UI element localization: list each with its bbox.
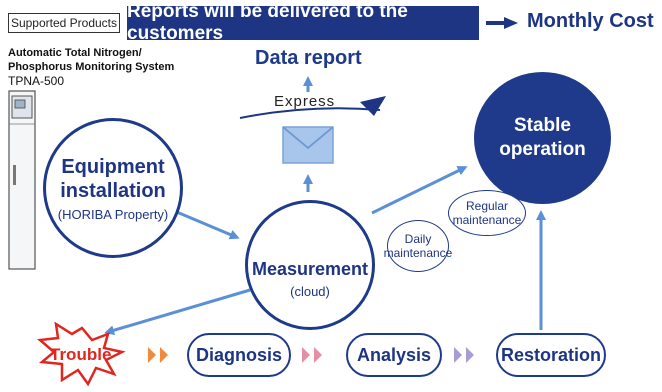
supported-products-label: Supported Products — [8, 13, 120, 33]
regular-line-2: maintenance — [452, 213, 522, 227]
analysis-step: Analysis — [346, 333, 442, 377]
arrow-equipment-to-measurement — [171, 208, 240, 240]
product-line-2: Phosphorus Monitoring System — [8, 61, 175, 73]
equipment-line-2: installation — [60, 179, 166, 202]
daily-maintenance-node: Daily maintenance — [384, 220, 452, 272]
monthly-cost-label: Monthly Cost — [527, 10, 654, 32]
express-swoosh — [239, 107, 381, 119]
chevrons-lavender-icon — [454, 347, 474, 363]
stable-operation-node: Stable operation — [474, 72, 611, 204]
arrow-measurement-to-stable — [371, 166, 468, 215]
regular-line-1: Regular — [465, 199, 509, 213]
express-label: Express — [274, 93, 336, 110]
equipment-line-1: Equipment — [61, 155, 165, 178]
trouble-starburst — [37, 321, 126, 387]
measurement-sub: (cloud) — [290, 284, 330, 299]
restoration-step: Restoration — [496, 333, 606, 377]
product-model: TPNA-500 — [8, 74, 65, 88]
trouble-label: Trouble — [50, 345, 112, 364]
product-line-1: Automatic Total Nitrogen/ — [8, 47, 142, 59]
delivery-banner: Reports will be delivered to the custome… — [127, 1, 479, 44]
data-report-title: Data report — [255, 47, 362, 69]
measurement-label: Measurement — [251, 259, 369, 279]
product-description: Automatic Total Nitrogen/ Phosphorus Mon… — [8, 46, 174, 88]
equipment-sub: (HORIBA Property) — [57, 206, 169, 222]
stable-line-1: Stable — [513, 115, 572, 136]
paper-plane-icon — [360, 96, 386, 116]
stable-line-2: operation — [499, 139, 586, 160]
daily-line-2: maintenance — [383, 246, 453, 260]
analyzer-cabinet-icon — [8, 90, 36, 270]
chevrons-orange-icon — [148, 347, 168, 363]
measurement-node: Measurement (cloud) — [245, 200, 375, 330]
arrow-measurement-to-trouble — [104, 288, 251, 336]
daily-line-1: Daily — [404, 232, 432, 246]
diagnosis-step: Diagnosis — [187, 333, 291, 377]
equipment-installation-node: Equipment installation (HORIBA Property) — [43, 118, 183, 258]
envelope-icon — [282, 126, 334, 164]
chevrons-pink-icon — [302, 347, 322, 363]
regular-maintenance-node: Regular maintenance — [448, 190, 526, 236]
